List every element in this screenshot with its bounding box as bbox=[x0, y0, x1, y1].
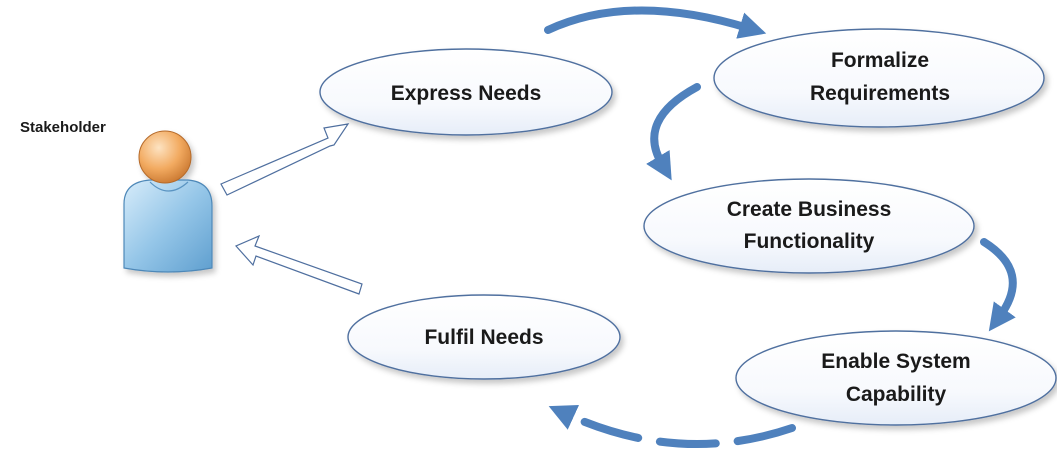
create-business-label-line2: Functionality bbox=[744, 230, 875, 253]
node-express-needs: Express Needs bbox=[319, 48, 613, 136]
stakeholder-actor: Stakeholder bbox=[20, 119, 213, 273]
arrow-to-stakeholder bbox=[234, 234, 363, 295]
cycle-arrow-formalize-to-create bbox=[646, 83, 701, 181]
node-create-business-functionality: Create Business Functionality bbox=[643, 178, 975, 274]
formalize-label-line1: Formalize bbox=[831, 49, 929, 72]
node-enable-system-capability: Enable System Capability bbox=[735, 330, 1057, 426]
cycle-arrow-enable-to-fulfil bbox=[548, 405, 796, 449]
formalize-label-line2: Requirements bbox=[810, 82, 950, 105]
express-needs-label: Express Needs bbox=[391, 82, 542, 105]
person-icon bbox=[123, 130, 213, 273]
enable-system-label-line1: Enable System bbox=[821, 350, 970, 373]
cycle-arrow-express-to-formalize bbox=[544, 6, 767, 39]
stakeholder-label: Stakeholder bbox=[20, 119, 106, 136]
enable-system-label-line2: Capability bbox=[846, 383, 947, 406]
node-formalize-requirements: Formalize Requirements bbox=[713, 28, 1045, 128]
node-fulfil-needs: Fulfil Needs bbox=[347, 294, 621, 380]
arrow-to-express-needs bbox=[220, 123, 350, 196]
fulfil-needs-label: Fulfil Needs bbox=[424, 326, 543, 349]
cycle-arrows bbox=[544, 6, 1017, 449]
cycle-arrow-create-to-enable bbox=[980, 238, 1017, 332]
create-business-label-line1: Create Business bbox=[727, 198, 892, 221]
